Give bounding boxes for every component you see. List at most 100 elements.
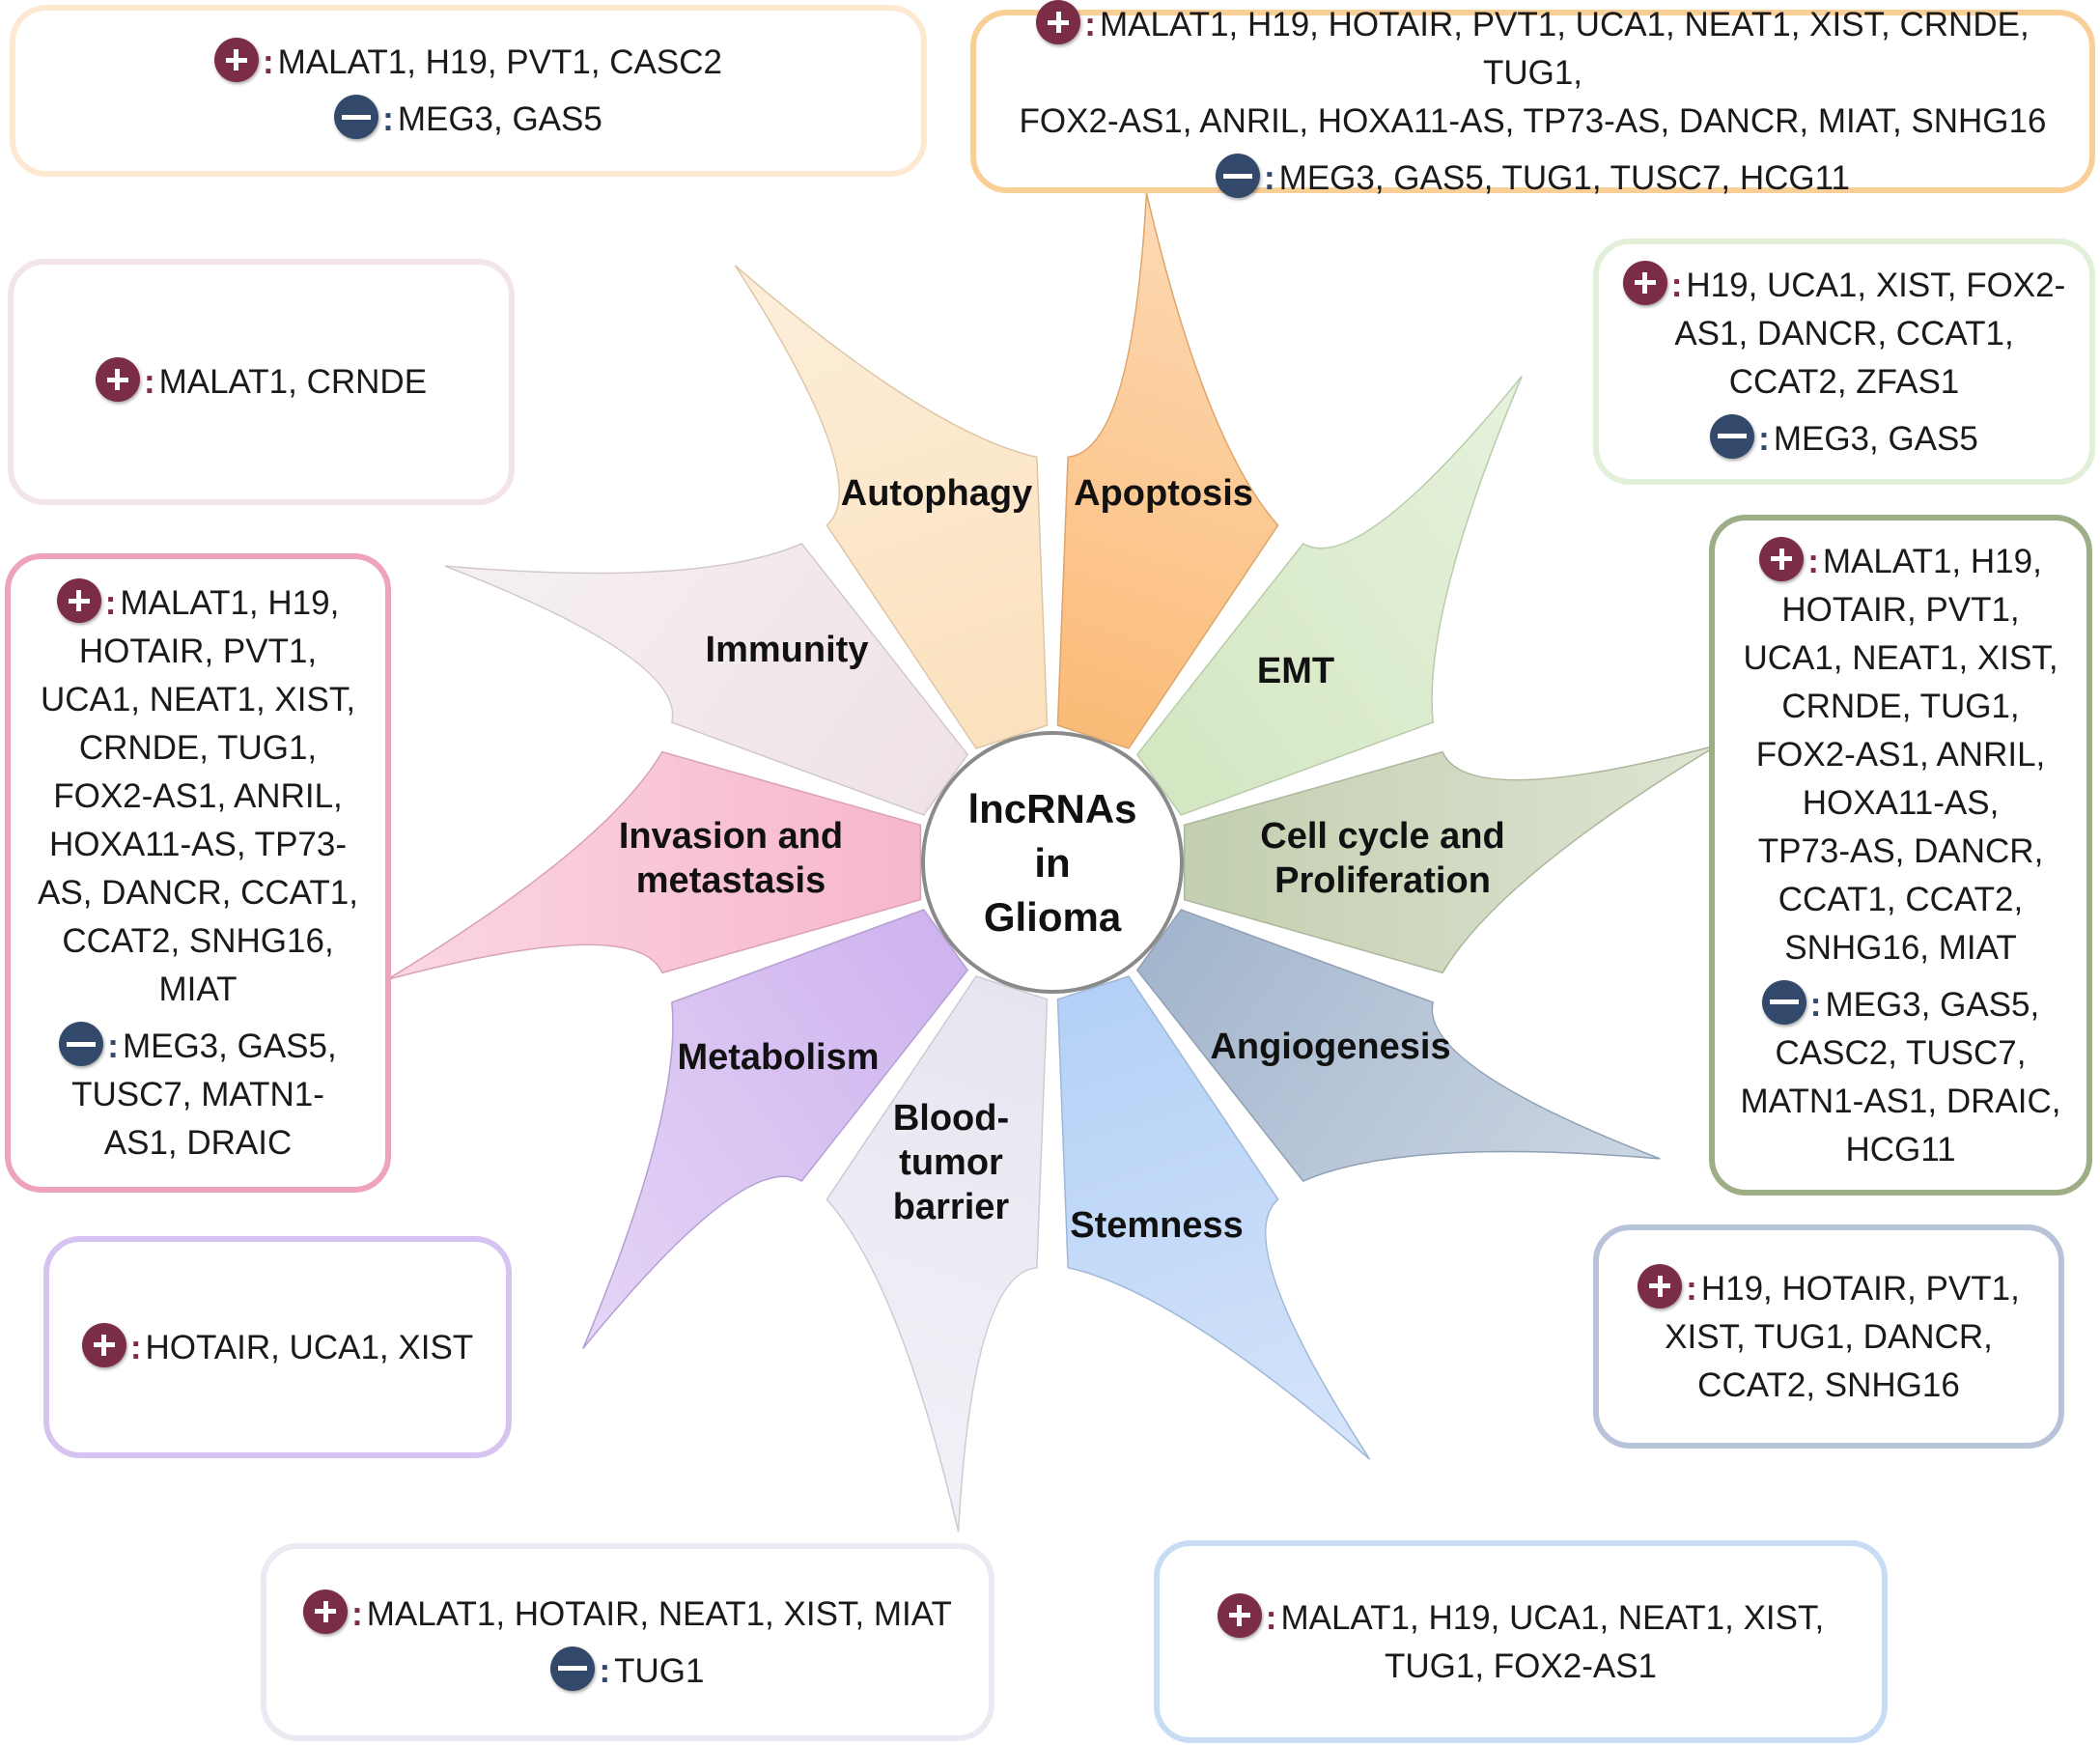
petal-immunity	[444, 543, 969, 816]
colon-separator: :	[1670, 266, 1683, 304]
lncrna-list-line: HOXA11-AS,	[1802, 783, 2000, 822]
lncrna-list-line: MALAT1, H19, UCA1, NEAT1, XIST,	[1280, 1598, 1825, 1637]
colon-separator: :	[382, 100, 394, 138]
plus-icon	[303, 1589, 349, 1634]
plus-icon	[1759, 536, 1805, 581]
colon-separator: :	[143, 363, 155, 401]
colon-separator: :	[1265, 1598, 1277, 1637]
colon-separator: :	[129, 1328, 142, 1366]
petal-label-invasion: metastasis	[636, 860, 826, 901]
upregulated-group: :MALAT1, H19, UCA1, NEAT1, XIST, TUG1, FO…	[1183, 1592, 1859, 1691]
lncrna-list-line: CRNDE, TUG1,	[78, 729, 318, 767]
plus-icon	[1036, 0, 1081, 44]
lncrna-list-line: HOTAIR, PVT1,	[78, 633, 318, 670]
downregulated-group: :TUG1	[290, 1646, 966, 1696]
lncrna-list-line: CCAT2, SNHG16	[1697, 1365, 1960, 1404]
lncrna-list-line: FOX2-AS1, ANRIL, HOXA11-AS, TP73-AS, DAN…	[1019, 102, 2047, 140]
lncrna-list-line: CCAT1, CCAT2,	[1778, 880, 2024, 918]
lncrna-list-line: H19, UCA1, XIST, FOX2-	[1686, 266, 2066, 304]
lncrna-list-line: CASC2, TUSC7,	[1775, 1033, 2027, 1072]
upregulated-group: :HOTAIR, UCA1, XIST	[72, 1322, 483, 1372]
petal-metabolism	[582, 909, 969, 1350]
petal-stemness	[1056, 975, 1371, 1460]
minus-icon	[1761, 979, 1806, 1025]
box-invasion: :MALAT1, H19,HOTAIR, PVT1,UCA1, NEAT1, X…	[5, 553, 391, 1193]
colon-separator: :	[107, 1027, 119, 1065]
colon-separator: :	[1264, 159, 1275, 197]
plus-icon	[213, 38, 259, 82]
petal-label-blood-tumor-barrier: barrier	[893, 1187, 1010, 1227]
upregulated-group: :MALAT1, CRNDE	[37, 357, 486, 407]
plus-icon	[1622, 260, 1667, 305]
lncrna-list-line: FOX2-AS1, ANRIL,	[1755, 735, 2046, 774]
upregulated-group: :H19, HOTAIR, PVT1, XIST, TUG1, DANCR, CCA…	[1622, 1263, 2035, 1410]
colon-separator: :	[1686, 1269, 1697, 1308]
minus-icon	[59, 1022, 104, 1066]
upregulated-group: :H19, UCA1, XIST, FOX2- AS1, DANCR, CCAT1…	[1622, 260, 2066, 407]
upregulated-group: :MALAT1, H19, PVT1, CASC2	[39, 38, 898, 87]
plus-icon	[56, 578, 101, 623]
petal-blood-tumor-barrier	[826, 975, 1049, 1533]
minus-icon	[1710, 413, 1755, 459]
lncrna-list-line: TUG1, FOX2-AS1	[1384, 1646, 1658, 1685]
lncrna-list-line: XIST, TUG1, DANCR,	[1665, 1317, 1993, 1356]
upregulated-group: :MALAT1, H19, HOTAIR, PVT1, UCA1, NEAT1,…	[999, 0, 2066, 146]
petal-label-apoptosis: Apoptosis	[1074, 473, 1253, 514]
upregulated-group: :MALAT1, H19,HOTAIR, PVT1,UCA1, NEAT1, X…	[1738, 536, 2063, 972]
lncrna-list-line: FOX2-AS1, ANRIL,	[53, 777, 343, 815]
plus-icon	[95, 357, 140, 402]
petal-label-autophagy: Autophagy	[841, 473, 1032, 514]
lncrna-list-line: MEG3, GAS5	[1773, 419, 1978, 458]
colon-separator: :	[262, 43, 274, 81]
petal-label-emt: EMT	[1257, 651, 1334, 691]
downregulated-group: :MEG3, GAS5, TUG1, TUSC7, HCG11	[999, 154, 2066, 203]
lncrna-list-line: UCA1, NEAT1, XIST,	[40, 681, 356, 718]
petal-label-blood-tumor-barrier: tumor	[899, 1142, 1003, 1183]
upregulated-group: :MALAT1, HOTAIR, NEAT1, XIST, MIAT	[290, 1589, 966, 1639]
plus-icon	[1638, 1263, 1683, 1309]
petal-apoptosis	[1056, 192, 1279, 749]
lncrna-list-line: CCAT2, ZFAS1	[1728, 362, 1960, 401]
petal-label-cell-cycle: Cell cycle and	[1260, 816, 1504, 857]
upregulated-group: :MALAT1, H19,HOTAIR, PVT1,UCA1, NEAT1, X…	[34, 578, 362, 1014]
petal-autophagy	[734, 265, 1049, 749]
lncrna-list-line: CCAT2, SNHG16,	[62, 922, 334, 960]
lncrna-list-line: H19, HOTAIR, PVT1,	[1700, 1269, 2020, 1308]
lncrna-list-line: MEG3, GAS5,	[1825, 985, 2040, 1024]
colon-separator: :	[104, 584, 117, 622]
minus-icon	[550, 1646, 596, 1691]
box-cell-cycle: :MALAT1, H19,HOTAIR, PVT1,UCA1, NEAT1, X…	[1709, 515, 2092, 1196]
downregulated-group: :MEG3, GAS5,TUSC7, MATN1-AS1, DRAIC	[34, 1022, 362, 1168]
petal-invasion	[386, 750, 922, 981]
petal-label-invasion: Invasion and	[619, 816, 843, 857]
box-blood-tumor-barrier: :MALAT1, HOTAIR, NEAT1, XIST, MIAT :TUG1	[261, 1543, 994, 1741]
lncrna-list-line: MEG3, GAS5	[397, 100, 602, 138]
center-label: lncRNAs	[967, 786, 1136, 831]
downregulated-group: :MEG3, GAS5	[39, 95, 898, 144]
colon-separator: :	[1758, 419, 1770, 458]
colon-separator: :	[1084, 6, 1096, 43]
colon-separator: :	[1807, 542, 1819, 580]
petal-cell-cycle	[1183, 744, 1719, 974]
lncrna-list-line: MALAT1, H19,	[1822, 542, 2042, 580]
center-circle	[921, 731, 1184, 994]
box-apoptosis: :MALAT1, H19, HOTAIR, PVT1, UCA1, NEAT1,…	[970, 0, 2095, 198]
box-immunity: :MALAT1, CRNDE	[8, 259, 515, 505]
petal-label-stemness: Stemness	[1070, 1205, 1244, 1246]
lncrna-list-line: HCG11	[1845, 1130, 1956, 1168]
lncrna-list-line: AS1, DRAIC	[103, 1124, 293, 1162]
lncrna-list-line: CRNDE, TUG1,	[1781, 687, 2020, 725]
petal-label-angiogenesis: Angiogenesis	[1210, 1027, 1450, 1067]
lncrna-list-line: TP73-AS, DANCR,	[1757, 831, 2044, 870]
box-autophagy: :MALAT1, H19, PVT1, CASC2:MEG3, GAS5	[10, 5, 927, 177]
lncrna-list-line: HOTAIR, PVT1,	[1781, 590, 2020, 629]
petal-label-cell-cycle: Proliferation	[1274, 860, 1491, 901]
lncrna-list-line: HOTAIR, UCA1, XIST	[145, 1328, 474, 1366]
lncrna-list-line: TUG1	[614, 1651, 705, 1690]
lncrna-list-line: MALAT1, CRNDE	[158, 363, 428, 401]
downregulated-group: :MEG3, GAS5	[1622, 413, 2066, 464]
lncrna-list-line: MALAT1, H19, HOTAIR, PVT1, UCA1, NEAT1, …	[1099, 6, 2030, 92]
lncrna-list-line: AS1, DANCR, CCAT1,	[1674, 314, 2014, 352]
